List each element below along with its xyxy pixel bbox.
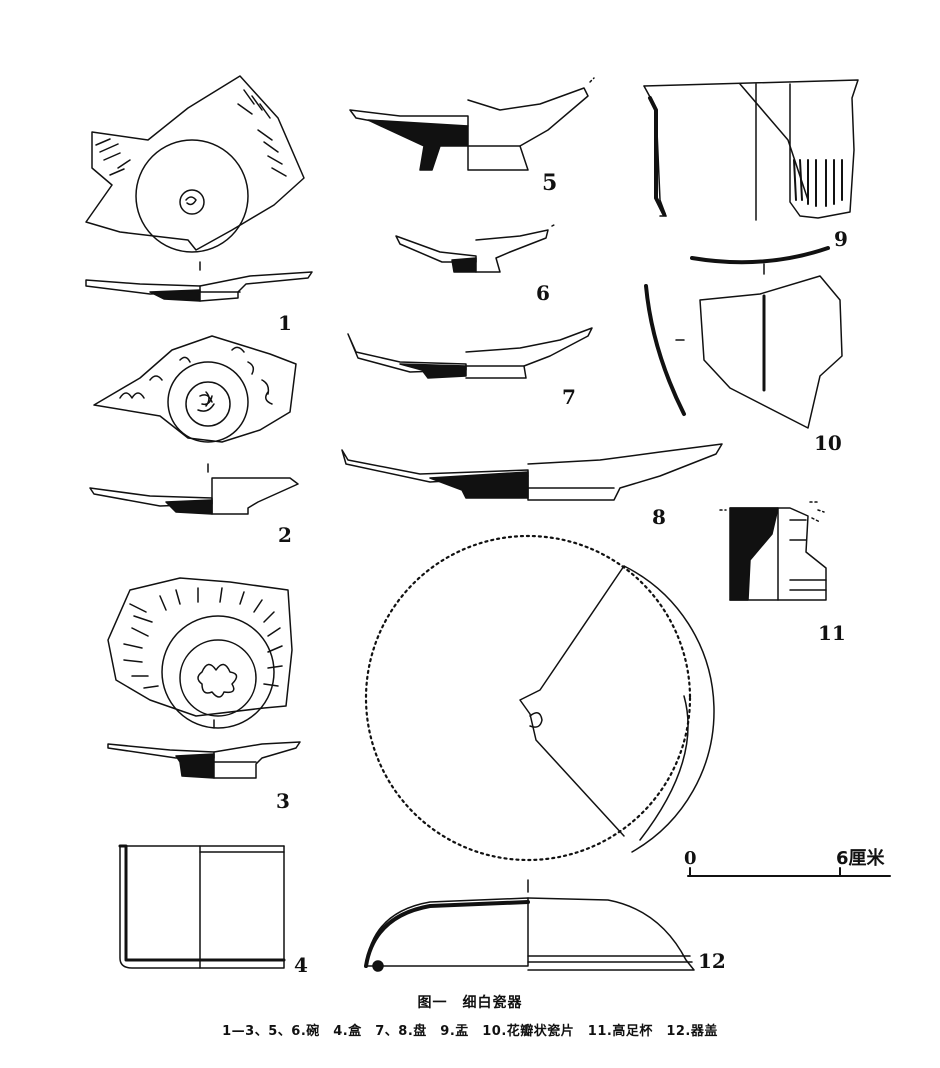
item-7-plate-profile: 7 — [347, 327, 593, 409]
item-5-label: 5 — [542, 170, 557, 196]
item-2-bowl-fragment-top-view — [93, 335, 297, 443]
item-11-high-footed-cup: 11 — [719, 501, 846, 645]
scale-bar: 0 6厘米 — [684, 847, 891, 877]
item-2-label: 2 — [278, 523, 292, 547]
item-1-label: 1 — [278, 311, 292, 335]
scale-zero-label: 0 — [684, 848, 697, 869]
figure-caption: 图一 细白瓷器 1—3、5、6.碗 4.盒 7、8.盘 9.盂 10.花瓣状瓷片… — [0, 992, 940, 1039]
item-6-label: 6 — [536, 281, 550, 305]
item-12-lid-top-view — [364, 534, 715, 862]
item-3-label: 3 — [276, 789, 290, 813]
item-6-bowl-profile: 6 — [395, 223, 557, 305]
item-12-label: 12 — [698, 949, 726, 973]
item-1-bowl-profile: 1 — [85, 261, 313, 335]
item-3-bowl-profile: 3 — [107, 719, 301, 813]
item-8-plate-profile: 8 — [341, 443, 723, 529]
item-2-bowl-profile: 2 — [89, 463, 299, 547]
item-9-water-pot: 9 — [643, 79, 859, 251]
item-7-label: 7 — [562, 385, 576, 409]
item-12-lid-profile: 12 — [364, 879, 726, 973]
item-5-bowl-profile: 5 — [349, 77, 595, 196]
item-1-bowl-fragment-top-view — [85, 75, 305, 253]
item-8-label: 8 — [652, 505, 666, 529]
item-4-box: 4 — [118, 844, 308, 977]
item-3-bowl-fragment-top-view — [107, 577, 293, 729]
item-10-petal-shard: 10 — [644, 246, 843, 455]
item-10-label: 10 — [814, 431, 842, 455]
item-4-label: 4 — [294, 953, 308, 977]
caption-description: 1—3、5、6.碗 4.盒 7、8.盘 9.盂 10.花瓣状瓷片 11.高足杯 … — [222, 1024, 718, 1039]
item-11-label: 11 — [818, 621, 846, 645]
caption-title: 图一 细白瓷器 — [417, 995, 523, 1011]
scale-max-label: 6厘米 — [836, 847, 886, 869]
item-9-label: 9 — [834, 227, 848, 251]
